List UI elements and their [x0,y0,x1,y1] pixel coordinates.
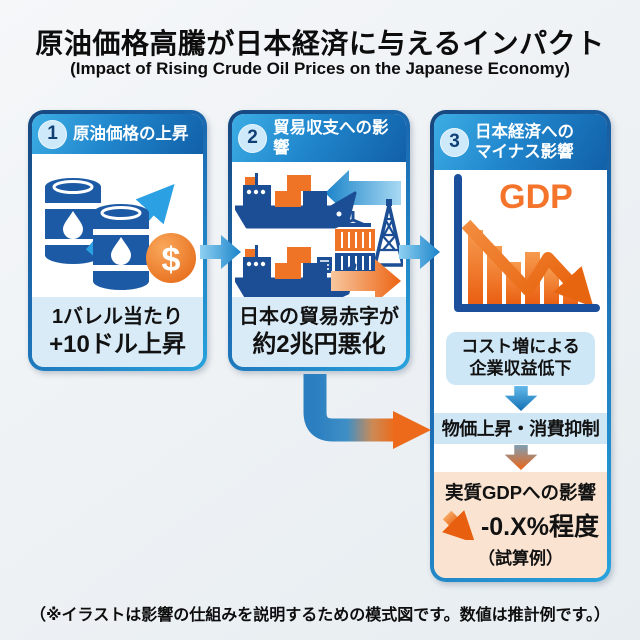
step-2-badge: 2 [238,123,267,153]
panel1-caption-line1: 1バレル当たり [51,306,184,329]
footnote: （※イラストは影響の仕組みを説明するための模式図です。数値は推計例です。） [29,607,611,624]
right-arrow-icon [200,235,241,269]
result-value: -0.X%程度 [480,512,600,541]
page-subtitle: (Impact of Rising Crude Oil Prices on th… [70,59,570,78]
down-arrow-orange [434,445,607,471]
panel3-title-line2: マイナス影響 [475,143,574,161]
down-arrow-blue [434,386,607,412]
gdp-decline-chart-icon: GDP [454,174,600,312]
panel3-title-line1: 日本経済への [475,122,574,141]
page-title: 原油価格高騰が日本経済に与えるインパクト [35,28,605,59]
result-row: -0.X%程度 [442,507,599,543]
gdp-result-box: 実質GDPへの影響 -0.X%程度 （試算例） [434,471,607,578]
panel3-title: 日本経済への マイナス影響 [475,122,574,162]
step2-to-step3-arrow [399,233,441,271]
price-rise-band: 物価上昇・消費抑制 [434,412,607,444]
panel3-header: 3 日本経済への マイナス影響 [434,114,607,170]
panel3-illustration: GDP [434,170,607,330]
step1-to-step2-arrow [200,233,242,271]
panel-trade-balance: 2 貿易収支への影響 [228,110,410,371]
panel2-caption: 日本の貿易赤字が 約2兆円悪化 [232,297,406,367]
down-arrow-icon [504,386,537,412]
panel2-caption-line1: 日本の貿易赤字が [239,306,399,329]
gdp-label: GDP [499,178,573,216]
down-arrow-icon [504,445,537,471]
cost-increase-box: コスト増による 企業収益低下 [446,332,595,385]
ships-trade-icon [235,169,403,303]
panel2-header: 2 貿易収支への影響 [232,114,406,163]
oil-barrels-dollar-icon: $ [43,176,196,291]
step-3-badge: 3 [440,127,469,157]
panel-economic-impact: 3 日本経済への マイナス影響 [430,110,611,582]
panel2-illustration [232,162,406,303]
right-arrow-icon [399,235,440,269]
panel1-header: 1 原油価格の上昇 [32,114,203,154]
export-arrow-icon [331,258,401,303]
panel2-title: 貿易収支への影響 [273,119,389,158]
panel1-illustration: $ [32,154,203,297]
elbow-arrow-icon [303,374,431,449]
result-note: （試算例） [478,548,563,568]
cost-box-line1: コスト増による [461,337,580,356]
result-title: 実質GDPへの影響 [444,481,597,503]
oil-derrick-icon [372,198,403,267]
panel-oil-price-rise: 1 原油価格の上昇 [28,110,207,371]
decline-arrow-icon [442,509,474,540]
cost-box-line2: 企業収益低下 [469,359,572,379]
dollar-coin-icon: $ [162,241,181,279]
trade-to-price-connector [295,372,445,452]
panel1-title: 原油価格の上昇 [73,124,189,143]
panel1-caption-line2: +10ドル上昇 [49,330,186,358]
panel1-caption: 1バレル当たり +10ドル上昇 [32,297,203,367]
step-1-badge: 1 [38,119,67,149]
panel2-caption-line2: 約2兆円悪化 [252,330,386,358]
